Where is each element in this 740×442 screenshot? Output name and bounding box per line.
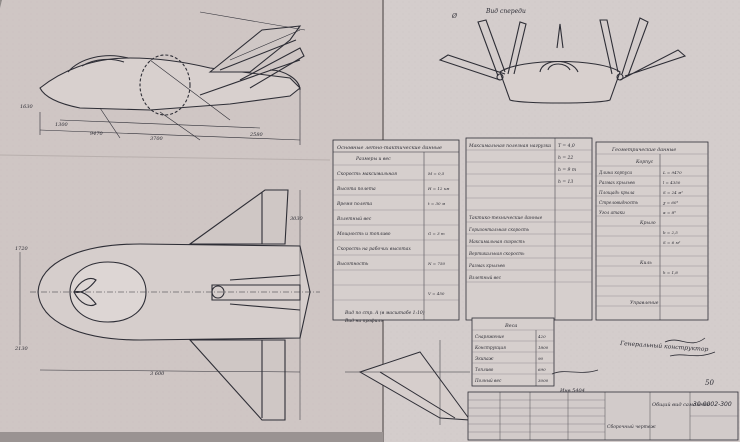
revision-code: 30-0002-300 — [693, 401, 732, 408]
title-stamp: Общий вид самолета — [652, 401, 710, 408]
svg-text:1720: 1720 — [15, 246, 29, 252]
title-block: 30-0002-300 Общий вид самолета Сборочный… — [467, 391, 739, 441]
svg-text:V = 450: V = 450 — [428, 291, 445, 296]
side-view-canopy — [67, 55, 129, 73]
svg-text:1800: 1800 — [538, 345, 549, 350]
svg-text:N = 750: N = 750 — [427, 261, 445, 266]
svg-text:α = 8°: α = 8° — [663, 210, 676, 215]
svg-text:b = 2,5: b = 2,5 — [663, 230, 678, 235]
svg-text:3 600: 3 600 — [150, 371, 165, 377]
middle-data-table: Максимальная полезная нагрузка Т = 4,0 h… — [465, 137, 593, 321]
front-view — [438, 17, 687, 104]
svg-text:S = 6 м²: S = 6 м² — [663, 240, 681, 245]
geometry-table: Геометрические данные Корпус Длина корпу… — [595, 141, 709, 321]
front-view-canopy — [539, 60, 579, 73]
main-data-title: Основные летно-тактические данные — [337, 145, 442, 151]
svg-text:3000: 3000 — [538, 378, 549, 383]
svg-text:L = 9470: L = 9470 — [662, 170, 682, 175]
main-data-row-1: Размеры и вес — [355, 156, 391, 162]
middle-sub-row-5: Взлетный вес — [468, 275, 502, 280]
plan-view-upper-wing — [188, 189, 289, 245]
front-view-note: Вид спереди — [485, 8, 526, 15]
main-data-row-5: Взлетный вес — [336, 216, 372, 222]
middle-sub-row-4: Размах крыльев — [468, 263, 505, 268]
svg-text:1300: 1300 — [55, 122, 69, 128]
main-data-row-3: Высота полета — [336, 186, 376, 192]
svg-text:3030: 3030 — [290, 216, 304, 222]
assembly-drawing-label: Сборочный чертеж — [607, 423, 657, 430]
weights-row-1: Снаряжение — [475, 334, 505, 339]
svg-text:S = 24 м²: S = 24 м² — [663, 190, 683, 195]
weights-row-3: Экипаж — [475, 356, 494, 361]
drawing-number: Инв 5404 — [559, 388, 585, 394]
main-data-row-2: Скорость максимальная — [337, 171, 397, 177]
svg-text:2130: 2130 — [14, 346, 29, 352]
svg-text:G = 3 т: G = 3 т — [428, 231, 445, 236]
middle-value-1: Т = 4,0 — [558, 143, 575, 149]
main-data-table: Основные летно-тактические данные Размер… — [332, 139, 460, 321]
side-view-dimensions — [39, 11, 306, 145]
geometry-row-1: Длина корпуса — [598, 170, 633, 175]
geometry-section-wing: Крыло — [639, 220, 656, 226]
front-view-right-wing — [619, 49, 687, 81]
svg-text:Ø: Ø — [451, 13, 458, 20]
front-view-right-fin — [599, 19, 619, 75]
svg-text:3700: 3700 — [150, 136, 164, 142]
geometry-title: Геометрические данные — [611, 147, 676, 153]
front-view-left-fin — [477, 19, 506, 77]
svg-text:90: 90 — [538, 356, 544, 361]
middle-value-3: h = 9 т — [558, 167, 576, 173]
svg-text:2580: 2580 — [249, 132, 264, 138]
middle-sub-row-3: Вертикальная скорость — [468, 251, 525, 256]
middle-sub-row-2: Максимальная скорость — [468, 239, 525, 244]
svg-text:9470: 9470 — [90, 131, 104, 137]
svg-text:t = 30 м: t = 30 м — [428, 201, 446, 206]
svg-text:M = 0,5: M = 0,5 — [427, 171, 445, 176]
geometry-section-fuselage: Корпус — [635, 159, 654, 165]
geometry-row-2: Размах крыльев — [598, 180, 635, 185]
weights-row-5: Полный вес — [474, 378, 502, 383]
svg-text:χ = 60°: χ = 60° — [662, 200, 678, 205]
svg-text:690: 690 — [538, 367, 546, 372]
geometry-row-5: Угол атаки — [599, 210, 625, 215]
main-data-row-8: Высотность — [336, 261, 369, 267]
geometry-section-tail: Киль — [639, 260, 652, 266]
sheet-number: 50 — [705, 379, 714, 387]
middle-sub-row-1: Горизонтальная скорость — [468, 227, 530, 232]
plan-view-lower-wing — [188, 339, 286, 421]
middle-value-4: h = 13 — [558, 179, 573, 185]
weights-row-2: Конструкция — [474, 345, 506, 350]
front-view-body — [499, 60, 621, 104]
middle-sub-title: Тактико-технические данные — [469, 215, 543, 221]
middle-data-title: Максимальная полезная нагрузка — [468, 143, 551, 149]
svg-text:h = 1,8: h = 1,8 — [663, 270, 678, 275]
weights-title: Веса — [504, 323, 517, 329]
side-view-dim-labels: 1630 9470 3700 2580 1300 — [20, 104, 264, 142]
front-view-left-wing — [438, 54, 506, 81]
geometry-section-control: Управление — [630, 300, 659, 306]
svg-text:H = 12 км: H = 12 км — [427, 186, 450, 191]
weights-table: Веса Снаряжение Конструкция Экипаж Топли… — [471, 317, 555, 387]
geometry-row-3: Площадь крыла — [598, 190, 635, 195]
main-data-row-4: Время полета — [336, 201, 372, 207]
middle-value-2: h = 22 — [558, 155, 573, 161]
main-data-row-6: Мощность и топливо — [336, 231, 391, 237]
svg-text:Вид на профиль: Вид на профиль — [344, 317, 383, 324]
plan-view — [30, 189, 320, 421]
svg-text:Вид по стр. А (в масштабе 1:10: Вид по стр. А (в масштабе 1:10) — [344, 309, 425, 316]
main-data-row-7: Скорость на рабочих высотах — [337, 245, 411, 252]
svg-text:l = 4350: l = 4350 — [663, 180, 681, 185]
weights-row-4: Топливо — [475, 367, 494, 372]
svg-text:1630: 1630 — [20, 104, 34, 110]
svg-text:420: 420 — [537, 334, 546, 339]
plan-view-dim-labels: 1720 2130 3 600 3030 — [14, 216, 304, 377]
geometry-row-4: Стреловидность — [599, 200, 639, 205]
